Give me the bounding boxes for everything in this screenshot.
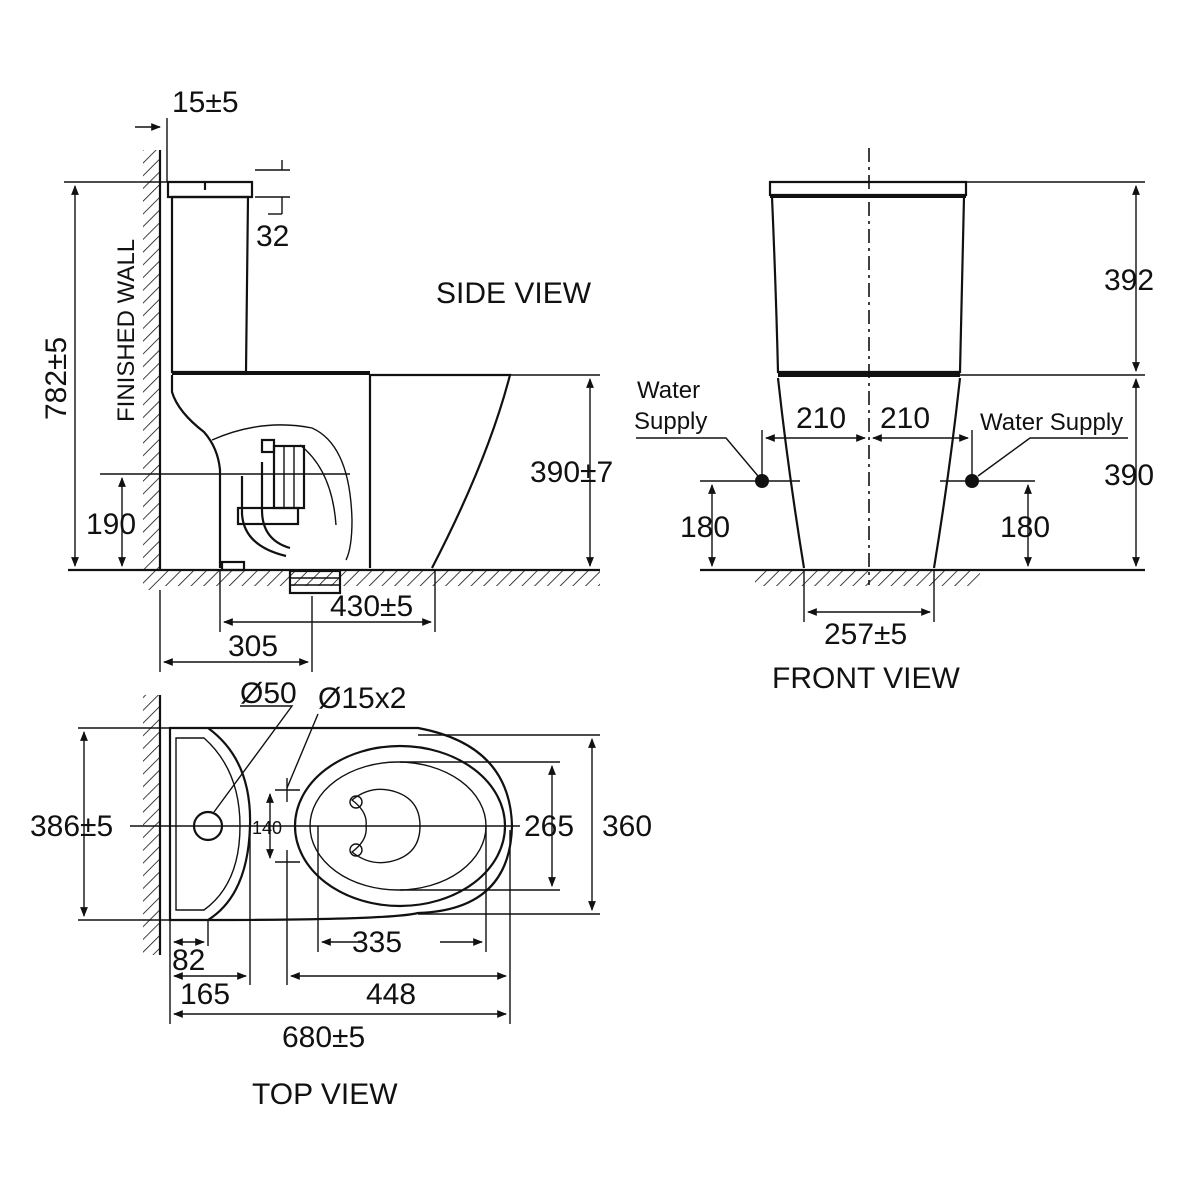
dim-wall-gap: 15±5 xyxy=(172,86,239,119)
floor-hatch xyxy=(160,570,600,586)
dim-hole-spacing: 140 xyxy=(252,818,282,838)
dim-base-width: 257±5 xyxy=(824,618,907,651)
dim-seat-width: 265 xyxy=(524,810,574,843)
top-wall-hatch xyxy=(143,695,160,955)
dim-supply-right-height: 180 xyxy=(1000,511,1050,544)
label-water-supply-left-1: Water xyxy=(637,377,700,404)
dim-projection: 430±5 xyxy=(330,590,413,623)
dim-outlet-dia: Ø50 xyxy=(240,677,297,710)
dim-bowl-length: 448 xyxy=(366,978,416,1011)
top-view: Ø50 Ø15x2 386±5 140 265 360 335 82 xyxy=(30,677,652,1111)
dim-total-height: 782±5 xyxy=(40,337,73,420)
view-title-front: FRONT VIEW xyxy=(772,662,960,695)
view-title-side: SIDE VIEW xyxy=(436,277,592,310)
dim-half-width-left: 210 xyxy=(796,402,846,435)
dim-outlet-height: 190 xyxy=(86,508,136,541)
dim-lid-thickness: 32 xyxy=(256,220,289,253)
dim-outlet-centre: 305 xyxy=(228,630,278,663)
label-finished-wall: FINISHED WALL xyxy=(113,239,140,422)
dim-total-length: 680±5 xyxy=(282,1021,365,1054)
front-floor-hatch xyxy=(755,570,980,586)
dim-half-width-right: 210 xyxy=(880,402,930,435)
front-view: Water Supply Water Supply 210 210 180 18… xyxy=(634,148,1154,695)
view-title-top: TOP VIEW xyxy=(252,1078,398,1111)
dim-fixing-holes: Ø15x2 xyxy=(318,682,406,715)
label-water-supply-left-2: Supply xyxy=(634,408,707,435)
dim-outlet-offset: 165 xyxy=(180,978,230,1011)
dim-bowl-width: 360 xyxy=(602,810,652,843)
dim-bowl-height: 390±7 xyxy=(530,456,613,489)
dim-tank-width: 386±5 xyxy=(30,810,113,843)
wall-hatch xyxy=(143,150,160,590)
dim-front-bowl-height: 390 xyxy=(1104,459,1154,492)
side-view: 15±5 32 782±5 FINISHED WALL 190 390±7 43… xyxy=(40,86,613,672)
dim-supply-left-height: 180 xyxy=(680,511,730,544)
label-water-supply-right: Water Supply xyxy=(980,409,1123,436)
dim-tank-height: 392 xyxy=(1104,264,1154,297)
dim-seat-length: 335 xyxy=(352,926,402,959)
dim-tank-depth: 82 xyxy=(172,944,205,977)
